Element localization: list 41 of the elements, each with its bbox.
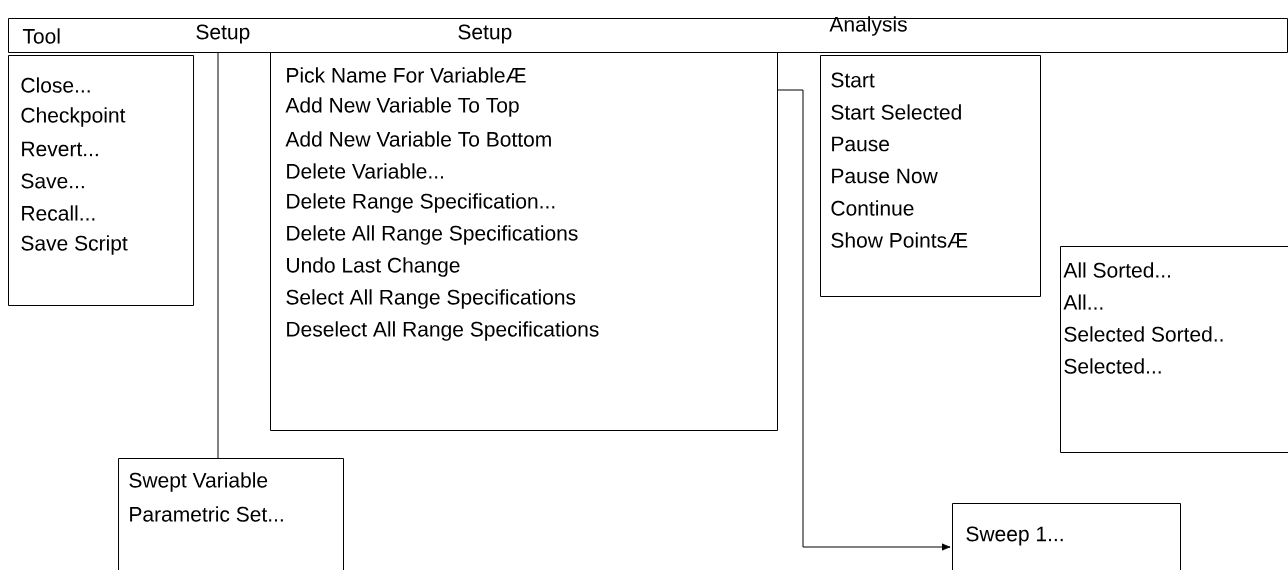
menu-item: Analysis xyxy=(829,16,907,36)
connector-line xyxy=(217,52,219,459)
menu-item: Pick Name For VariableÆ xyxy=(287,67,526,83)
menu-box xyxy=(952,503,1181,570)
menu-item: All... xyxy=(1063,294,1103,310)
menu-item: Checkpoint xyxy=(21,107,126,127)
menu-item: Save Script xyxy=(21,235,128,255)
menu-item: Delete All Range Specifications xyxy=(287,225,578,245)
menu-item: Deselect All Range Specifications xyxy=(287,321,599,341)
menu-item: Add New Variable To Bottom xyxy=(285,131,551,147)
menu-box xyxy=(118,458,344,570)
menu-item: Revert... xyxy=(22,141,98,157)
menu-item: Undo Last Change xyxy=(287,257,460,277)
menu-item: Pause Now xyxy=(832,168,938,184)
menu-item: Setup xyxy=(196,24,250,44)
menu-box xyxy=(270,52,778,431)
menu-item: Start xyxy=(831,72,875,88)
menu-item: Delete Range Specification... xyxy=(287,193,555,213)
menu-box xyxy=(1060,246,1288,453)
menu-item: All Sorted... xyxy=(1063,262,1170,278)
menu-item: Tool xyxy=(22,28,60,44)
menu-item: Continue xyxy=(831,200,914,216)
menu-item: Selected... xyxy=(1064,358,1161,374)
menu-item: Close... xyxy=(21,77,90,93)
menu-item: Selected Sorted.. xyxy=(1064,326,1223,342)
menu-item: Delete Variable... xyxy=(287,163,443,179)
menu-box xyxy=(8,55,194,306)
menu-item: Add New Variable To Top xyxy=(285,97,519,117)
menu-item: Sweep 1... xyxy=(966,526,1063,546)
connector-line xyxy=(777,89,951,551)
menu-item: Parametric Set... xyxy=(130,506,283,522)
menu-item: Select All Range Specifications xyxy=(286,289,576,309)
menu-item: Swept Variable xyxy=(129,472,268,492)
menu-item: Pause xyxy=(832,136,889,152)
menu-item: Setup xyxy=(458,24,512,44)
menu-box xyxy=(820,55,1041,297)
menu-item: Save... xyxy=(21,173,84,189)
menu-item: Recall... xyxy=(22,205,95,221)
menu-bar xyxy=(8,16,1288,53)
menu-item: Show PointsÆ xyxy=(831,232,968,248)
menu-item: Start Selected xyxy=(831,104,961,120)
